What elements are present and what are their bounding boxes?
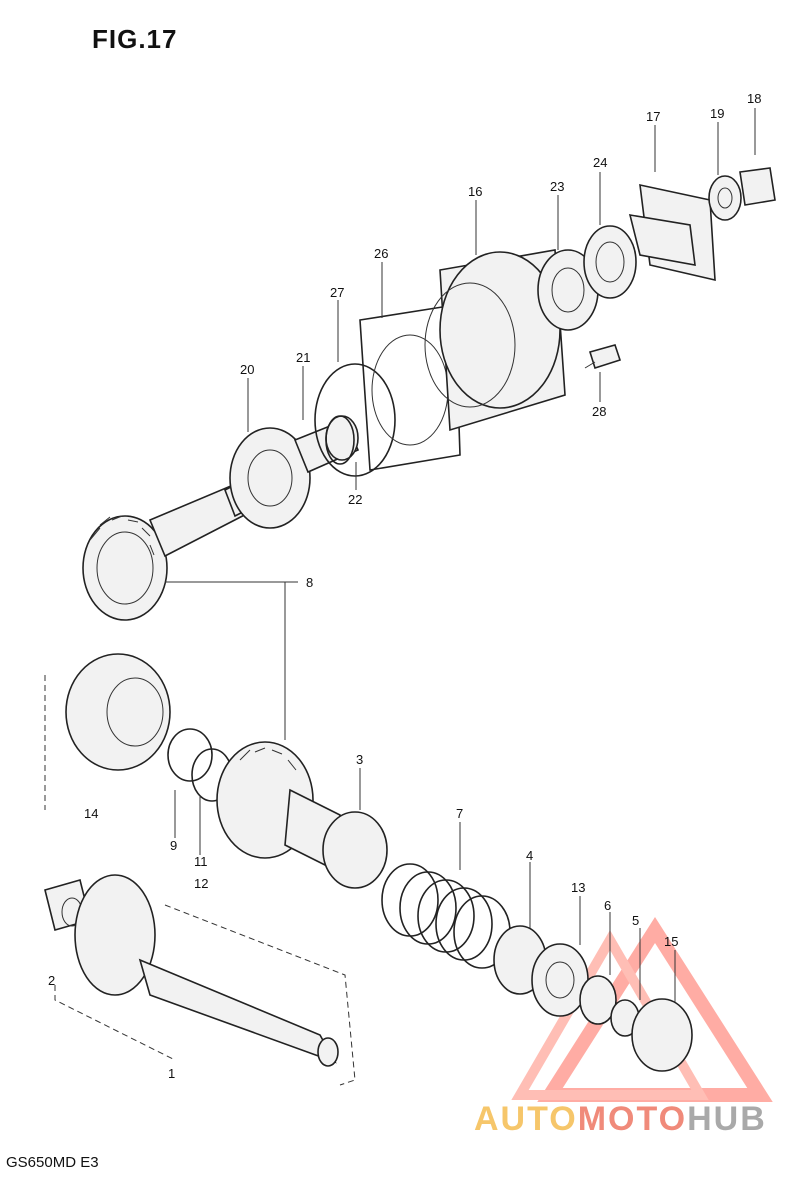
o-ring-27 bbox=[314, 363, 396, 477]
model-code: GS650MD E3 bbox=[6, 1154, 99, 1171]
cap-13 bbox=[631, 998, 693, 1072]
callout-26: 26 bbox=[374, 246, 388, 261]
callout-20: 20 bbox=[240, 362, 254, 377]
bearing-20 bbox=[229, 427, 311, 529]
leader-lines bbox=[165, 108, 756, 1002]
cam-3 bbox=[284, 788, 388, 889]
callout-12: 12 bbox=[194, 876, 208, 891]
callout-22: 22 bbox=[348, 492, 362, 507]
washer-19 bbox=[708, 175, 742, 221]
callout-5: 5 bbox=[632, 913, 639, 928]
callout-2: 2 bbox=[48, 973, 55, 988]
callout-19: 19 bbox=[710, 106, 724, 121]
ring-gear-15 bbox=[65, 653, 171, 771]
spring-7 bbox=[381, 863, 511, 969]
callout-7: 7 bbox=[456, 806, 463, 821]
callout-28: 28 bbox=[592, 404, 606, 419]
oil-seal-24 bbox=[583, 225, 637, 299]
callout-8: 8 bbox=[306, 575, 313, 590]
callout-9: 9 bbox=[170, 838, 177, 853]
nut-18 bbox=[739, 167, 776, 206]
callout-13: 15 bbox=[664, 934, 678, 949]
callout-16: 16 bbox=[468, 184, 482, 199]
watermark-text: AUTOMOTOHUB bbox=[474, 1100, 767, 1139]
o-ring-22 bbox=[325, 415, 355, 465]
shim-9 bbox=[167, 728, 213, 782]
figure-title: FIG.17 bbox=[92, 24, 178, 54]
watermark-part-3: HUB bbox=[687, 1100, 767, 1138]
callout-6: 6 bbox=[604, 898, 611, 913]
callout-3: 3 bbox=[356, 752, 363, 767]
callout-11: 11 bbox=[194, 854, 208, 869]
callout-21: 21 bbox=[296, 350, 310, 365]
housing-16 bbox=[424, 249, 566, 432]
callout-23: 23 bbox=[550, 179, 564, 194]
callout-24: 24 bbox=[593, 155, 607, 170]
bolt-28 bbox=[584, 344, 622, 370]
callout-4: 4 bbox=[526, 848, 533, 863]
watermark-part-2: MOTO bbox=[577, 1100, 688, 1138]
callout-27: 27 bbox=[330, 285, 344, 300]
gear-shaft-1 bbox=[74, 874, 339, 1067]
bevel-gear-upper bbox=[82, 515, 168, 621]
oil-seal-6 bbox=[579, 975, 617, 1025]
callout-15: 14 bbox=[84, 806, 98, 821]
watermark-part-1: AUTO bbox=[474, 1100, 578, 1138]
callout-18: 18 bbox=[747, 91, 761, 106]
flange-17 bbox=[628, 183, 716, 282]
callout-14: 13 bbox=[571, 880, 585, 895]
bracket-1 bbox=[54, 904, 356, 1086]
callout-1: 1 bbox=[168, 1066, 175, 1081]
callout-labels: 18 19 17 24 23 16 26 27 21 20 22 28 8 14… bbox=[48, 91, 761, 1081]
callout-17: 17 bbox=[646, 109, 660, 124]
